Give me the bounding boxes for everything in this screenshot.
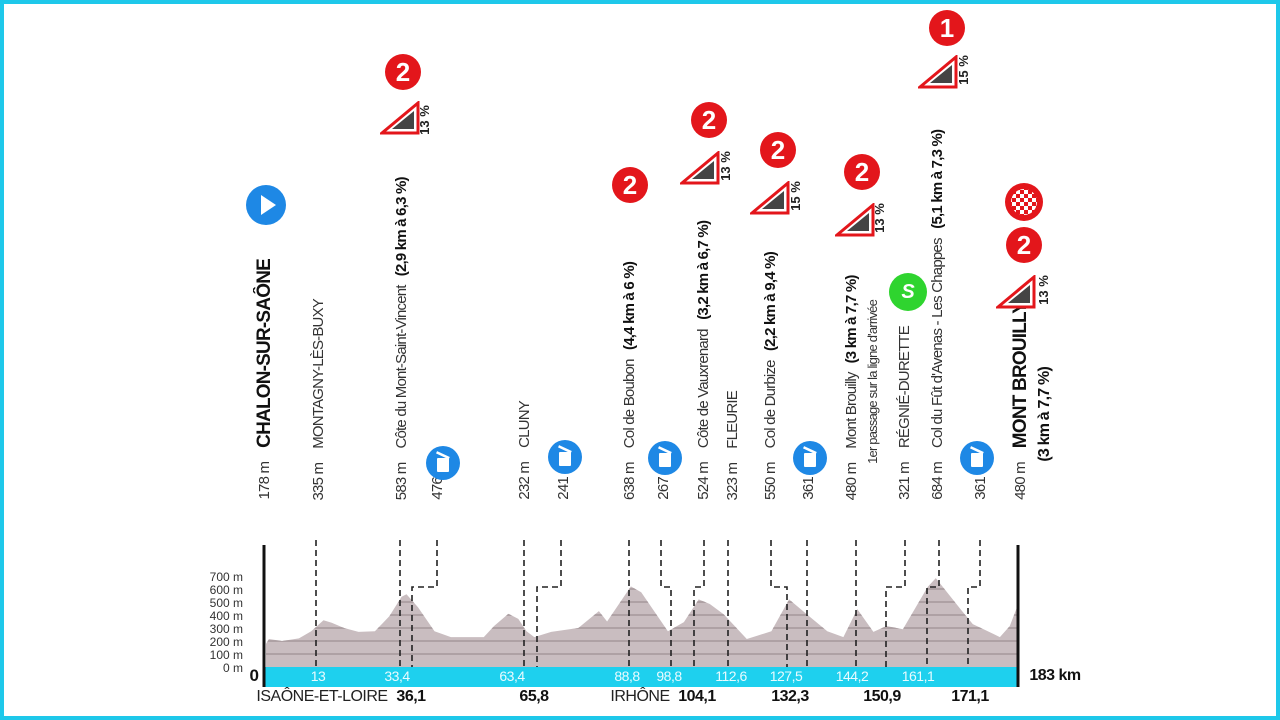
feed-zone-icon: [426, 446, 460, 480]
feed-km: 150,9: [863, 688, 901, 705]
gradient-warning-icon: [918, 55, 958, 89]
y-tick: 100 m: [209, 648, 243, 662]
finish-detail: (3 km à 7,7 %): [1036, 367, 1053, 462]
feed-zone-icon: [548, 440, 582, 474]
gradient-warning-icon: [835, 203, 875, 237]
max-gradient: 13 %: [872, 203, 887, 233]
marker-line: [926, 540, 940, 667]
marker-line: [770, 540, 788, 667]
feed-zone-icon: [793, 441, 827, 475]
marker-line: [660, 540, 672, 667]
gradient-warning-icon: [680, 151, 720, 185]
waypoint-note: 1er passage sur la ligne d'arrivée: [865, 300, 880, 464]
region-label: ISAÔNE-ET-LOIRE: [256, 688, 388, 705]
x-start-label: 0: [249, 666, 259, 685]
feed-km: 132,3: [771, 688, 809, 705]
gradient-warning-icon: [750, 181, 790, 215]
waypoint-start: 178 mCHALON-SUR-SAÔNE: [254, 259, 275, 500]
km-marker: 88,8: [614, 668, 640, 684]
max-gradient: 13 %: [1036, 275, 1051, 305]
climb-category-badge: 2: [691, 102, 727, 138]
y-tick: 200 m: [209, 635, 243, 649]
sprint-icon: S: [889, 273, 927, 311]
climb-category-badge: 2: [1006, 227, 1042, 263]
marker-line: [967, 540, 981, 667]
finish-flag-icon: [1005, 183, 1043, 221]
waypoint-climb: 684 mCol du Fût d'Avenas - Les Chappes (…: [929, 130, 946, 500]
climb-category-badge: 2: [612, 167, 648, 203]
feed-km: 65,8: [519, 688, 549, 705]
climb-category-badge: 2: [844, 154, 880, 190]
km-marker: 63,4: [499, 668, 525, 684]
feed-zone-icon: [960, 441, 994, 475]
waypoint: 232 mCLUNY: [516, 401, 533, 500]
y-tick: 700 m: [209, 570, 243, 584]
climb-category-badge: 2: [760, 132, 796, 168]
max-gradient: 15 %: [788, 181, 803, 211]
feed-km: 171,1: [951, 688, 989, 705]
x-end-label: 183 km: [1029, 667, 1081, 684]
feed-km: 104,1: [678, 688, 716, 705]
waypoint-sprint: 321 mRÉGNIÉ-DURETTE: [896, 326, 913, 500]
waypoint: 335 mMONTAGNY-LÈS-BUXY: [310, 298, 327, 500]
elevation-area: [266, 578, 1018, 667]
y-tick: 300 m: [209, 622, 243, 636]
feed-km: 36,1: [396, 688, 426, 705]
km-bar: [264, 667, 1018, 687]
waypoint-climb: 550 mCol de Durbize (2,2 km à 9,4 %): [762, 251, 779, 500]
max-gradient: 13 %: [417, 105, 432, 135]
waypoint-climb: 638 mCol de Boubon (4,4 km à 6 %): [621, 262, 638, 500]
start-icon: [246, 185, 286, 225]
km-marker: 127,5: [769, 668, 803, 684]
gradient-warning-icon: [996, 275, 1036, 309]
waypoint-climb: 524 mCôte de Vauxrenard (3,2 km à 6,7 %): [695, 221, 712, 500]
climb-category-badge: 2: [385, 54, 421, 90]
waypoint: 323 mFLEURIE: [724, 390, 741, 500]
marker-line: [693, 540, 705, 667]
marker-line: [411, 540, 438, 667]
y-tick: 600 m: [209, 583, 243, 597]
y-tick: 400 m: [209, 609, 243, 623]
waypoint-climb: 583 mCôte du Mont-Saint-Vincent (2,9 km …: [393, 176, 410, 500]
waypoint-finish: 480 mMONT BROUILLY: [1010, 302, 1031, 500]
waypoint-climb: 480 mMont Brouilly (3 km à 7,7 %): [843, 274, 860, 500]
y-tick: 500 m: [209, 596, 243, 610]
feed-zone-icon: [648, 441, 682, 475]
km-marker: 33,4: [384, 668, 410, 684]
max-gradient: 13 %: [718, 151, 733, 181]
climb-category-badge: 1: [929, 10, 965, 46]
gradient-warning-icon: [380, 101, 420, 135]
marker-line: [885, 540, 906, 667]
y-tick: 0 m: [222, 661, 243, 675]
marker-line: [536, 540, 562, 667]
region-label: IRHÔNE: [610, 688, 670, 705]
km-marker: 98,8: [656, 668, 682, 684]
km-marker: 144,2: [835, 668, 869, 684]
km-marker: 112,6: [715, 668, 747, 684]
km-marker: 161,1: [901, 668, 935, 684]
max-gradient: 15 %: [956, 55, 971, 85]
km-marker: 13: [310, 668, 326, 684]
waypoint-lines: [315, 540, 981, 667]
